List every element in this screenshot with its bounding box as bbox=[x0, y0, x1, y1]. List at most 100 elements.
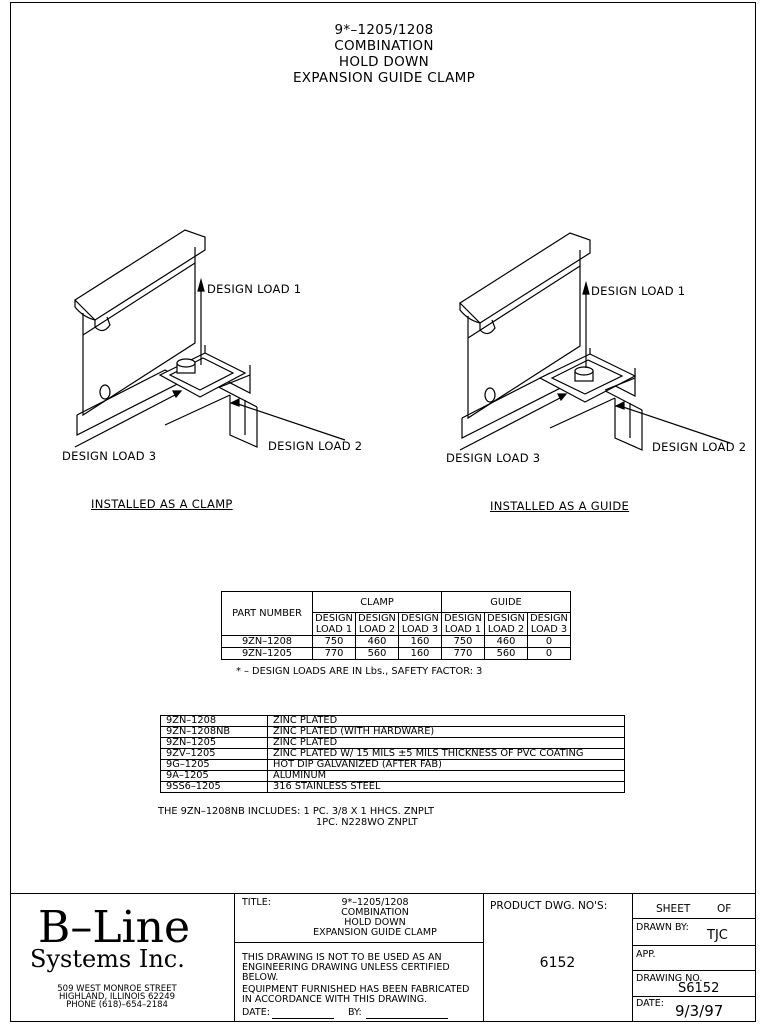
of-label: OF bbox=[717, 903, 732, 915]
right-caption: INSTALLED AS A GUIDE bbox=[490, 499, 630, 513]
right-design-load-3: DESIGN LOAD 3 bbox=[446, 451, 541, 465]
design-cell: DESIGN bbox=[355, 612, 399, 624]
drawing-title-line2: COMBINATION bbox=[334, 38, 434, 54]
company-address2: HIGHLAND, ILLINOIS 62249 bbox=[58, 992, 176, 1002]
finish-desc: ALUMINUM bbox=[267, 770, 625, 782]
finish-desc: ZINC PLATED (WITH HARDWARE) bbox=[267, 726, 625, 738]
clamp-figure bbox=[74, 229, 346, 448]
design-cell: DESIGN bbox=[312, 612, 356, 624]
product-dwg-number: 6152 bbox=[539, 955, 576, 971]
load-header-cell: LOAD 1 bbox=[312, 624, 356, 636]
design-cell: DESIGN bbox=[398, 612, 442, 624]
load-footnote: * – DESIGN LOADS ARE IN Lbs., SAFETY FAC… bbox=[236, 666, 483, 677]
load-header-cell: LOAD 3 bbox=[527, 624, 571, 636]
value-cell: 160 bbox=[398, 647, 442, 660]
disclaimer-line1: THIS DRAWING IS NOT TO BE USED AS AN bbox=[242, 952, 442, 963]
title-block-divider bbox=[632, 970, 756, 971]
finish-part: 9ZN–1208 bbox=[160, 715, 268, 727]
title-block-divider bbox=[632, 945, 756, 946]
left-caption: INSTALLED AS A CLAMP bbox=[91, 497, 233, 511]
value-cell: 560 bbox=[484, 647, 528, 660]
finish-part: 9ZN–1205 bbox=[160, 737, 268, 749]
block-title-line3: HOLD DOWN bbox=[344, 917, 406, 928]
drawing-title-line3: HOLD DOWN bbox=[338, 54, 430, 70]
value-cell: 750 bbox=[312, 635, 356, 648]
product-dwg-label: PRODUCT DWG. NO'S: bbox=[490, 900, 608, 912]
sheet-label: SHEET bbox=[656, 903, 691, 915]
value-cell: 770 bbox=[441, 647, 485, 660]
left-design-load-3: DESIGN LOAD 3 bbox=[62, 449, 157, 463]
guide-figure bbox=[459, 232, 731, 451]
app-label: APP. bbox=[636, 949, 656, 960]
drawn-by-value: TJC bbox=[707, 928, 728, 943]
load-header-cell: LOAD 1 bbox=[441, 624, 485, 636]
finish-desc: ZINC PLATED bbox=[267, 715, 625, 727]
company-address1: 509 WEST MONROE STREET bbox=[57, 984, 177, 994]
left-design-load-2: DESIGN LOAD 2 bbox=[268, 439, 363, 453]
table-row: 9ZN–1205 770 560 160 770 560 0 bbox=[221, 647, 571, 660]
value-cell: 0 bbox=[527, 647, 571, 660]
finish-desc: HOT DIP GALVANIZED (AFTER FAB) bbox=[267, 759, 625, 771]
title-label: TITLE: bbox=[242, 897, 271, 908]
date2-label: DATE: bbox=[636, 998, 664, 1009]
part-cell: 9ZN–1205 bbox=[221, 647, 313, 660]
drawing-title-line1: 9*–1205/1208 bbox=[334, 22, 434, 38]
value-cell: 770 bbox=[312, 647, 356, 660]
disclaimer-line4: EQUIPMENT FURNISHED HAS BEEN FABRICATED bbox=[242, 984, 470, 995]
value-cell: 460 bbox=[355, 635, 399, 648]
hardware-note-line1: THE 9ZN–1208NB INCLUDES: 1 PC. 3/8 X 1 H… bbox=[158, 806, 434, 817]
drawing-no-value: S6152 bbox=[678, 981, 720, 996]
part-cell: 9ZN–1208 bbox=[221, 635, 313, 648]
value-cell: 160 bbox=[398, 635, 442, 648]
value-cell: 750 bbox=[441, 635, 485, 648]
date2-value: 9/3/97 bbox=[675, 1002, 724, 1020]
finish-desc: ZINC PLATED W/ 15 MILS ±5 MILS THICKNESS… bbox=[267, 748, 625, 760]
guide-header: GUIDE bbox=[441, 591, 571, 613]
table-row: 9ZN–1208 750 460 160 750 460 0 bbox=[221, 635, 571, 648]
by-label: BY: bbox=[348, 1007, 362, 1018]
drawing-title-line4: EXPANSION GUIDE CLAMP bbox=[292, 70, 476, 86]
title-block-divider bbox=[632, 996, 756, 997]
title-block-border bbox=[10, 893, 756, 894]
title-block-divider bbox=[234, 942, 483, 943]
date-signature-line bbox=[272, 1018, 334, 1019]
finish-part: 9SS6–1205 bbox=[160, 781, 268, 793]
company-logo: B–Line bbox=[38, 902, 191, 953]
load-header-cell: LOAD 3 bbox=[398, 624, 442, 636]
load-header-cell: LOAD 2 bbox=[355, 624, 399, 636]
finish-part: 9G–1205 bbox=[160, 759, 268, 771]
finish-desc: 316 STAINLESS STEEL bbox=[267, 781, 625, 793]
design-load-table: PART NUMBER CLAMP GUIDE DESIGN DESIGN DE… bbox=[221, 591, 571, 660]
disclaimer-line5: IN ACCORDANCE WITH THIS DRAWING. bbox=[242, 994, 428, 1005]
block-title-line4: EXPANSION GUIDE CLAMP bbox=[313, 927, 437, 938]
company-logo-subtitle: Systems Inc. bbox=[30, 945, 185, 973]
finish-desc: ZINC PLATED bbox=[267, 737, 625, 749]
design-cell: DESIGN bbox=[527, 612, 571, 624]
clamp-header: CLAMP bbox=[312, 591, 442, 613]
finish-part: 9ZN–1208NB bbox=[160, 726, 268, 738]
block-title-line2: COMBINATION bbox=[341, 907, 409, 918]
disclaimer-line3: BELOW. bbox=[242, 972, 279, 983]
value-cell: 460 bbox=[484, 635, 528, 648]
by-signature-line bbox=[366, 1018, 448, 1019]
left-design-load-1: DESIGN LOAD 1 bbox=[207, 282, 302, 296]
load-header-cell: LOAD 2 bbox=[484, 624, 528, 636]
right-design-load-2: DESIGN LOAD 2 bbox=[652, 440, 747, 454]
value-cell: 560 bbox=[355, 647, 399, 660]
drawing-no-label: DRAWING NO. bbox=[636, 973, 703, 984]
disclaimer-line2: ENGINEERING DRAWING UNLESS CERTIFIED bbox=[242, 962, 450, 973]
drawn-by-label: DRAWN BY: bbox=[636, 922, 689, 933]
design-cell: DESIGN bbox=[484, 612, 528, 624]
title-block-divider bbox=[483, 893, 484, 1022]
title-block-divider bbox=[234, 893, 235, 1022]
part-number-header: PART NUMBER bbox=[221, 591, 313, 636]
company-phone: PHONE (618)–654–2184 bbox=[66, 1000, 168, 1010]
